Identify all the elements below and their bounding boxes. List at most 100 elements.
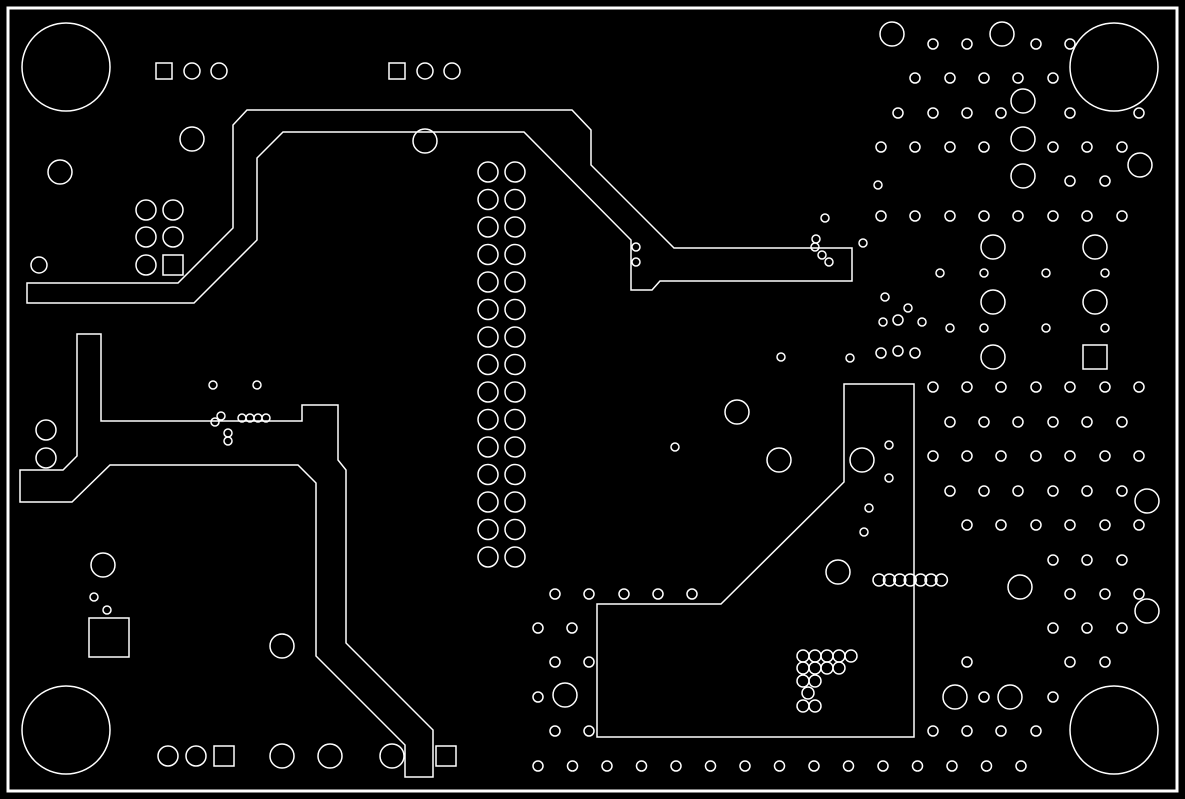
pad: [1030, 381, 1042, 393]
pad: [1134, 598, 1160, 624]
pad: [477, 381, 499, 403]
pad: [978, 210, 990, 222]
pad: [903, 573, 917, 587]
pad: [1133, 107, 1145, 119]
pad: [504, 271, 526, 293]
pad: [980, 344, 1006, 370]
pad: [884, 440, 894, 450]
pad: [810, 242, 820, 252]
pad: [776, 352, 786, 362]
mounting-hole: [1069, 685, 1159, 775]
pad: [927, 381, 939, 393]
pad: [47, 159, 73, 185]
pad: [880, 292, 890, 302]
pad: [1099, 656, 1111, 668]
pad: [601, 760, 613, 772]
pad: [1133, 519, 1145, 531]
pad: [35, 419, 57, 441]
pad: [1081, 210, 1093, 222]
pad: [532, 760, 544, 772]
pad: [532, 622, 544, 634]
pad: [909, 210, 921, 222]
pad: [566, 622, 578, 634]
pad: [1047, 691, 1059, 703]
pad: [635, 760, 648, 772]
pad: [978, 141, 990, 153]
pad: [183, 62, 201, 80]
pad: [844, 649, 858, 663]
pad: [961, 107, 973, 119]
pad: [504, 188, 526, 211]
pad: [1081, 485, 1093, 497]
pad: [1081, 622, 1093, 634]
pad: [477, 216, 499, 238]
pad: [1010, 88, 1036, 114]
pad: [504, 381, 526, 403]
square-pad: [388, 62, 406, 80]
pad: [504, 463, 526, 486]
pad: [820, 213, 830, 223]
pad: [477, 408, 499, 431]
pad: [1133, 588, 1145, 600]
pad: [631, 242, 641, 252]
pad: [1064, 656, 1076, 668]
pad: [670, 760, 682, 772]
pad: [934, 573, 949, 587]
pad: [773, 760, 786, 772]
square-pad: [1082, 344, 1108, 370]
pad: [909, 347, 921, 359]
pad: [477, 243, 499, 266]
pad: [1030, 38, 1042, 50]
pad: [884, 473, 894, 483]
pad: [935, 268, 945, 278]
pad: [157, 745, 179, 767]
pad: [945, 323, 955, 333]
pad: [504, 408, 526, 431]
pad: [995, 519, 1007, 531]
pad: [477, 161, 499, 183]
pad: [583, 656, 595, 668]
pad: [766, 447, 792, 473]
pad: [1082, 289, 1108, 315]
pad: [135, 226, 157, 248]
pad: [1099, 175, 1111, 187]
pad: [1082, 234, 1108, 260]
pad: [618, 588, 630, 600]
pad: [1133, 450, 1145, 462]
pad: [944, 72, 956, 84]
pad: [504, 216, 526, 238]
pad: [875, 141, 887, 153]
pad: [979, 323, 989, 333]
pad: [1047, 485, 1059, 497]
square-pad: [435, 745, 457, 767]
pad: [1081, 141, 1093, 153]
pad: [893, 573, 907, 587]
pad: [1041, 268, 1051, 278]
mounting-hole: [21, 685, 111, 775]
pad: [1064, 381, 1076, 393]
pad: [1116, 141, 1128, 153]
pad: [1012, 72, 1024, 84]
pad: [995, 450, 1007, 462]
pad: [504, 546, 526, 568]
pad: [704, 760, 717, 772]
pad: [532, 691, 544, 703]
pad: [961, 725, 973, 737]
pad: [504, 243, 526, 266]
pad: [477, 271, 499, 293]
pad: [944, 416, 956, 428]
pad: [1064, 450, 1076, 462]
pad: [961, 656, 973, 668]
pad: [416, 62, 434, 80]
pad: [903, 303, 913, 313]
pad: [1030, 519, 1042, 531]
pad: [1064, 519, 1076, 531]
pad: [842, 760, 855, 772]
pad: [269, 633, 295, 659]
pad: [1064, 588, 1076, 600]
pad: [961, 519, 973, 531]
pad: [978, 691, 990, 703]
pad: [686, 588, 698, 600]
